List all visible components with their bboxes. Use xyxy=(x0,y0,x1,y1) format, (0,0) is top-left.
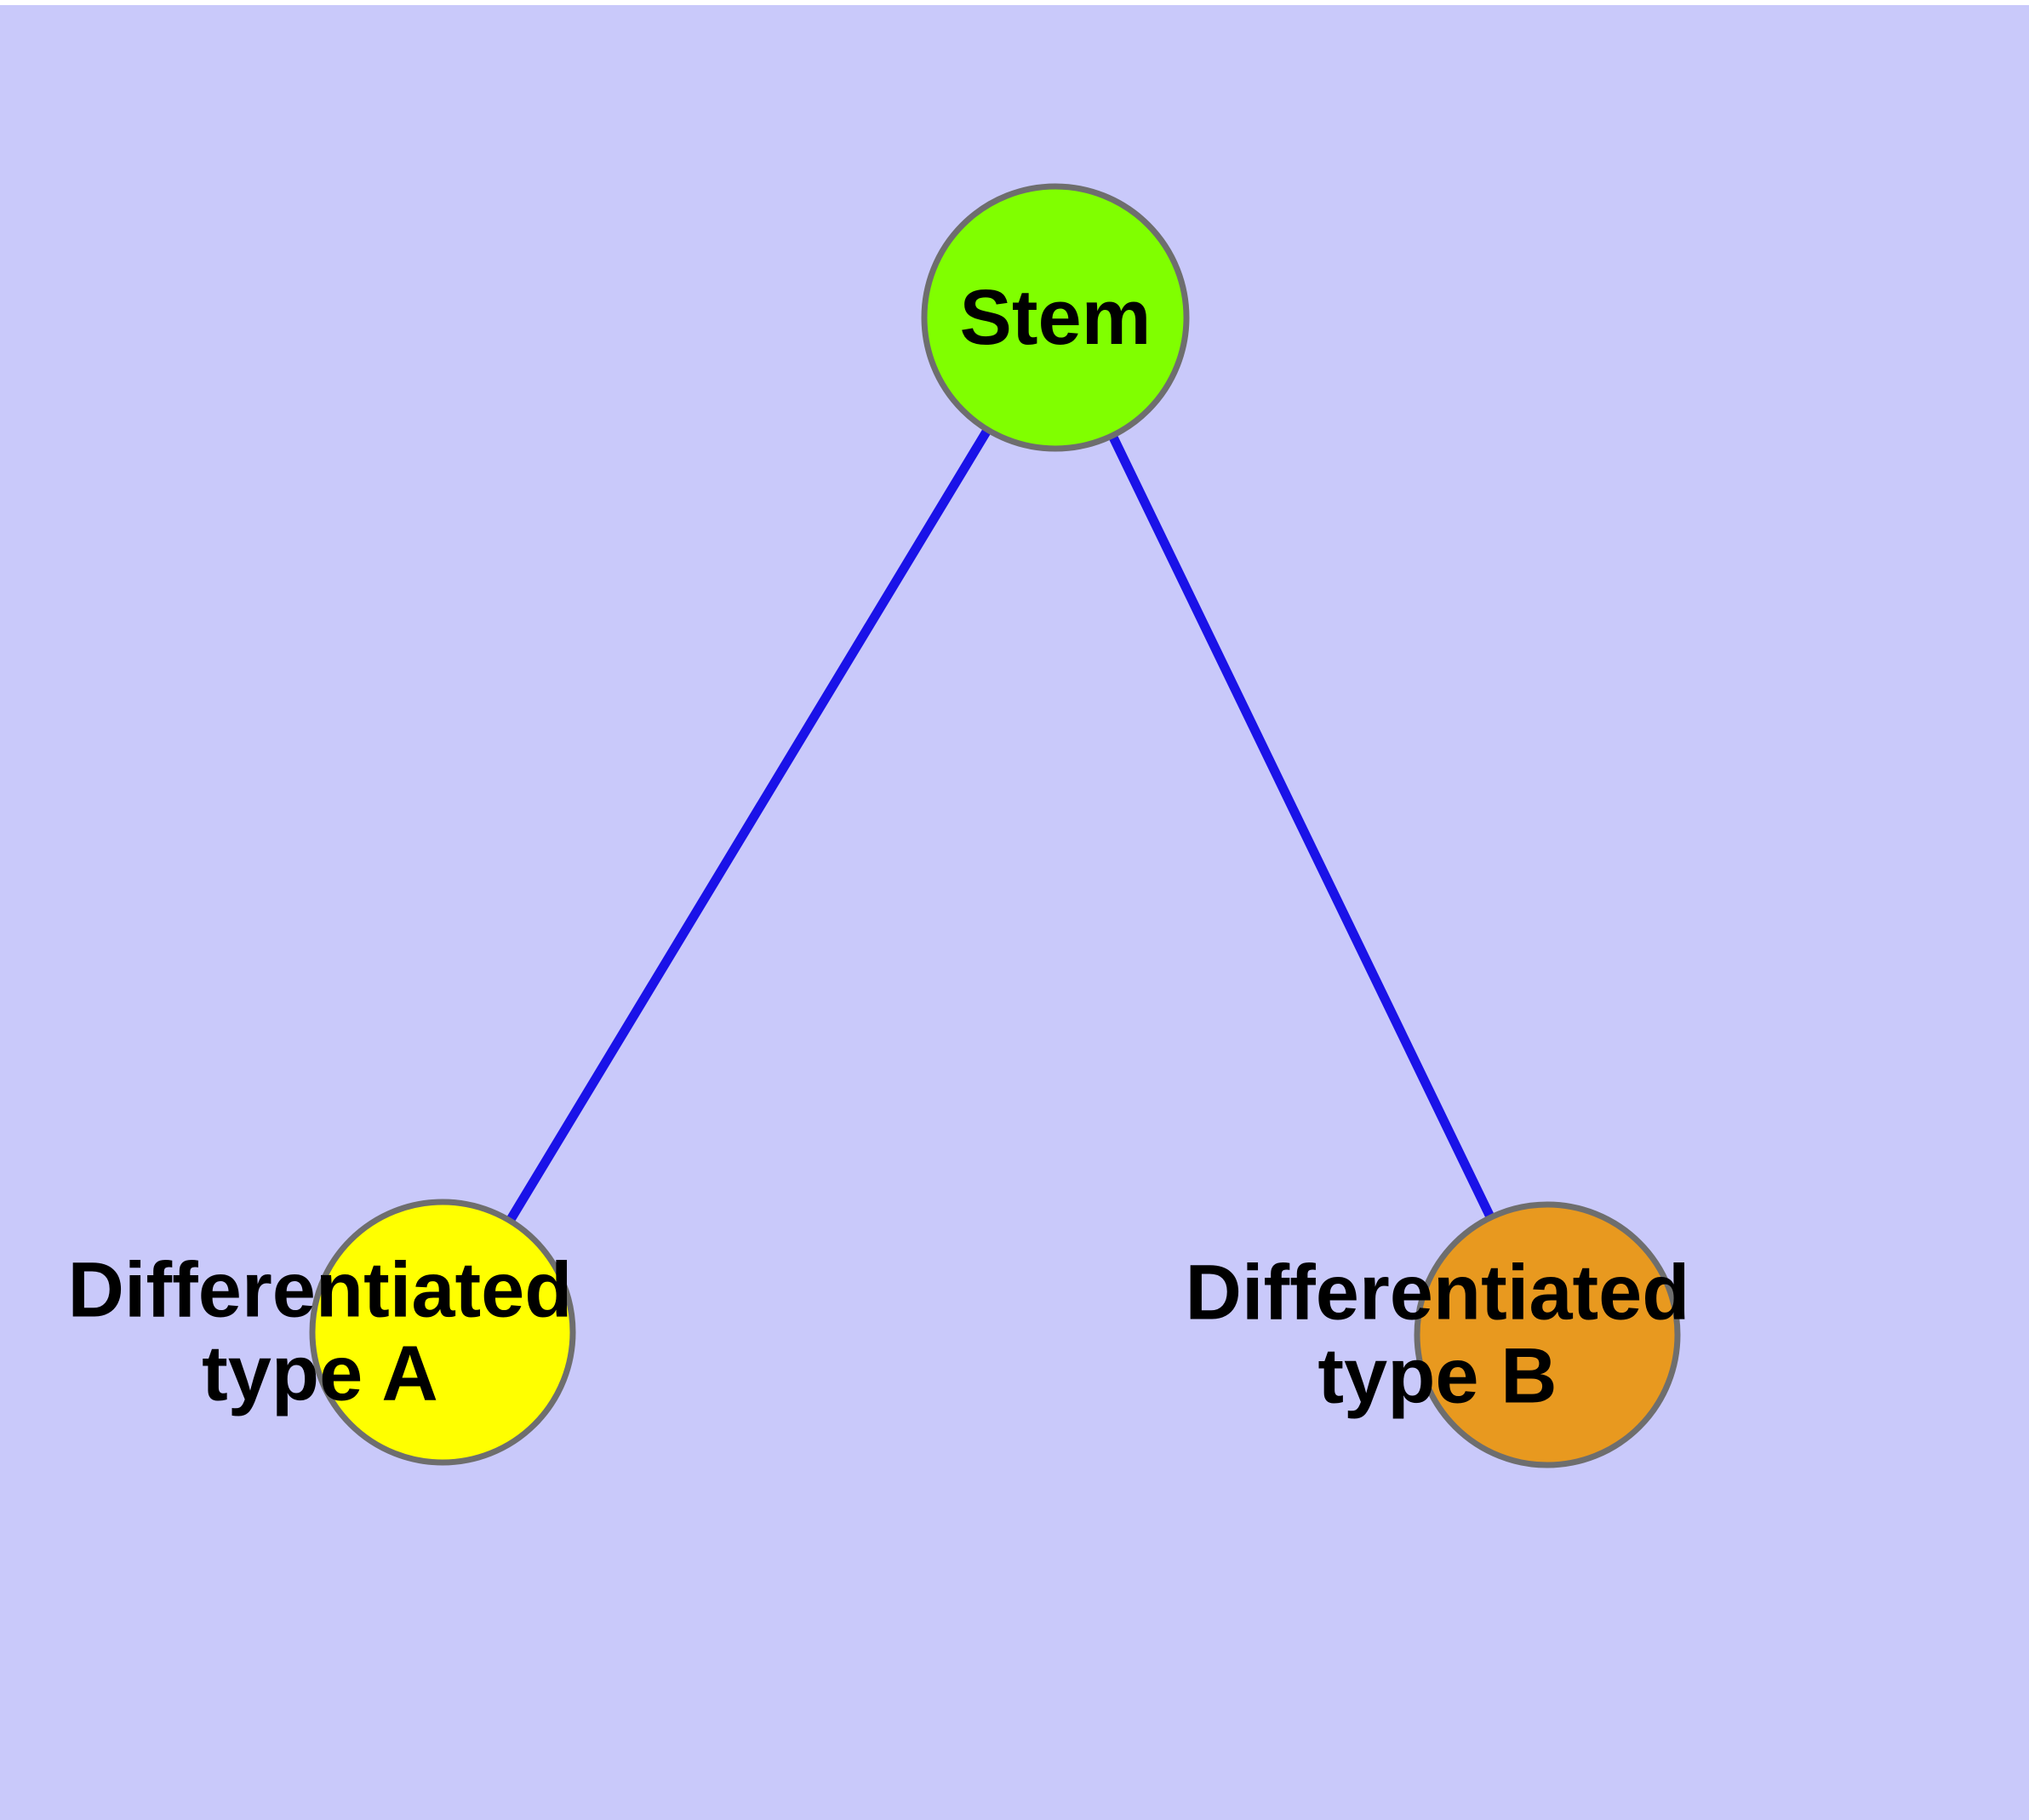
graph-node-diff_b[interactable] xyxy=(1414,1201,1681,1468)
nodes-layer xyxy=(309,183,1681,1468)
graph-node-stem[interactable] xyxy=(921,183,1190,452)
graph-edge xyxy=(1107,432,1496,1222)
graph-edge xyxy=(505,426,993,1225)
network-graph xyxy=(309,183,1681,1468)
graph-node-diff_a[interactable] xyxy=(309,1199,576,1466)
edges-layer xyxy=(505,426,1496,1225)
